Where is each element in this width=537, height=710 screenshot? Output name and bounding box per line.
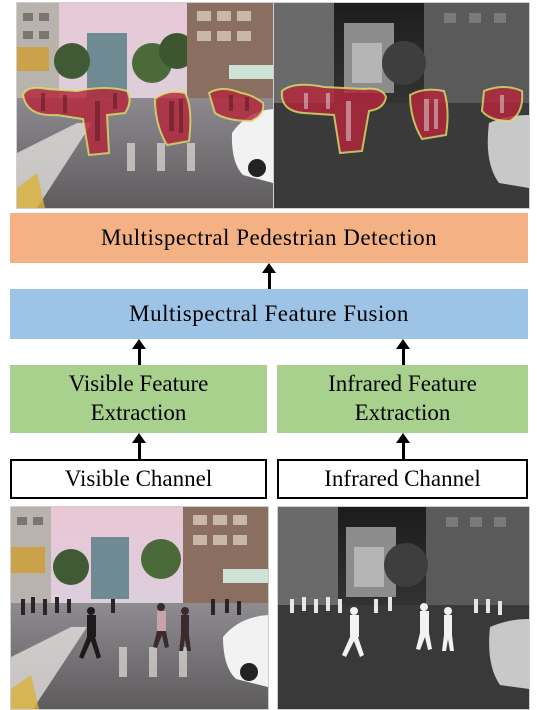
visible-channel-label: Visible Channel [64,465,213,491]
arrow-fusion-to-detection [262,263,276,289]
infrared-channel-label: Infrared Channel [324,465,481,491]
arrow-visible-feature-to-fusion [132,339,146,365]
pedestrian-detection-block: Multispectral Pedestrian Detection [10,213,528,263]
visible-channel-block: Visible Channel [10,459,267,499]
feature-fusion-block: Multispectral Feature Fusion [10,289,528,339]
feature-fusion-label: Multispectral Feature Fusion [129,300,409,326]
infrared-detection-image [273,2,530,209]
visible-detection-image [16,2,274,209]
arrow-infrared-feature-to-fusion [396,339,410,365]
infrared-feature-line2: Extraction [354,400,451,425]
infrared-channel-block: Infrared Channel [277,459,528,499]
infrared-feature-line1: Infrared Feature [328,371,477,397]
visible-feature-line2: Extraction [90,400,187,425]
visible-feature-line1: Visible Feature [68,371,209,397]
infrared-feature-extraction-block: Infrared Feature Extraction [277,365,528,433]
visible-input-image [10,506,269,710]
arrow-infrared-channel-to-feature [396,433,410,459]
pedestrian-detection-label: Multispectral Pedestrian Detection [100,224,438,250]
visible-feature-extraction-block: Visible Feature Extraction [10,365,267,433]
arrow-visible-channel-to-feature [132,433,146,459]
infrared-input-image [277,506,530,710]
